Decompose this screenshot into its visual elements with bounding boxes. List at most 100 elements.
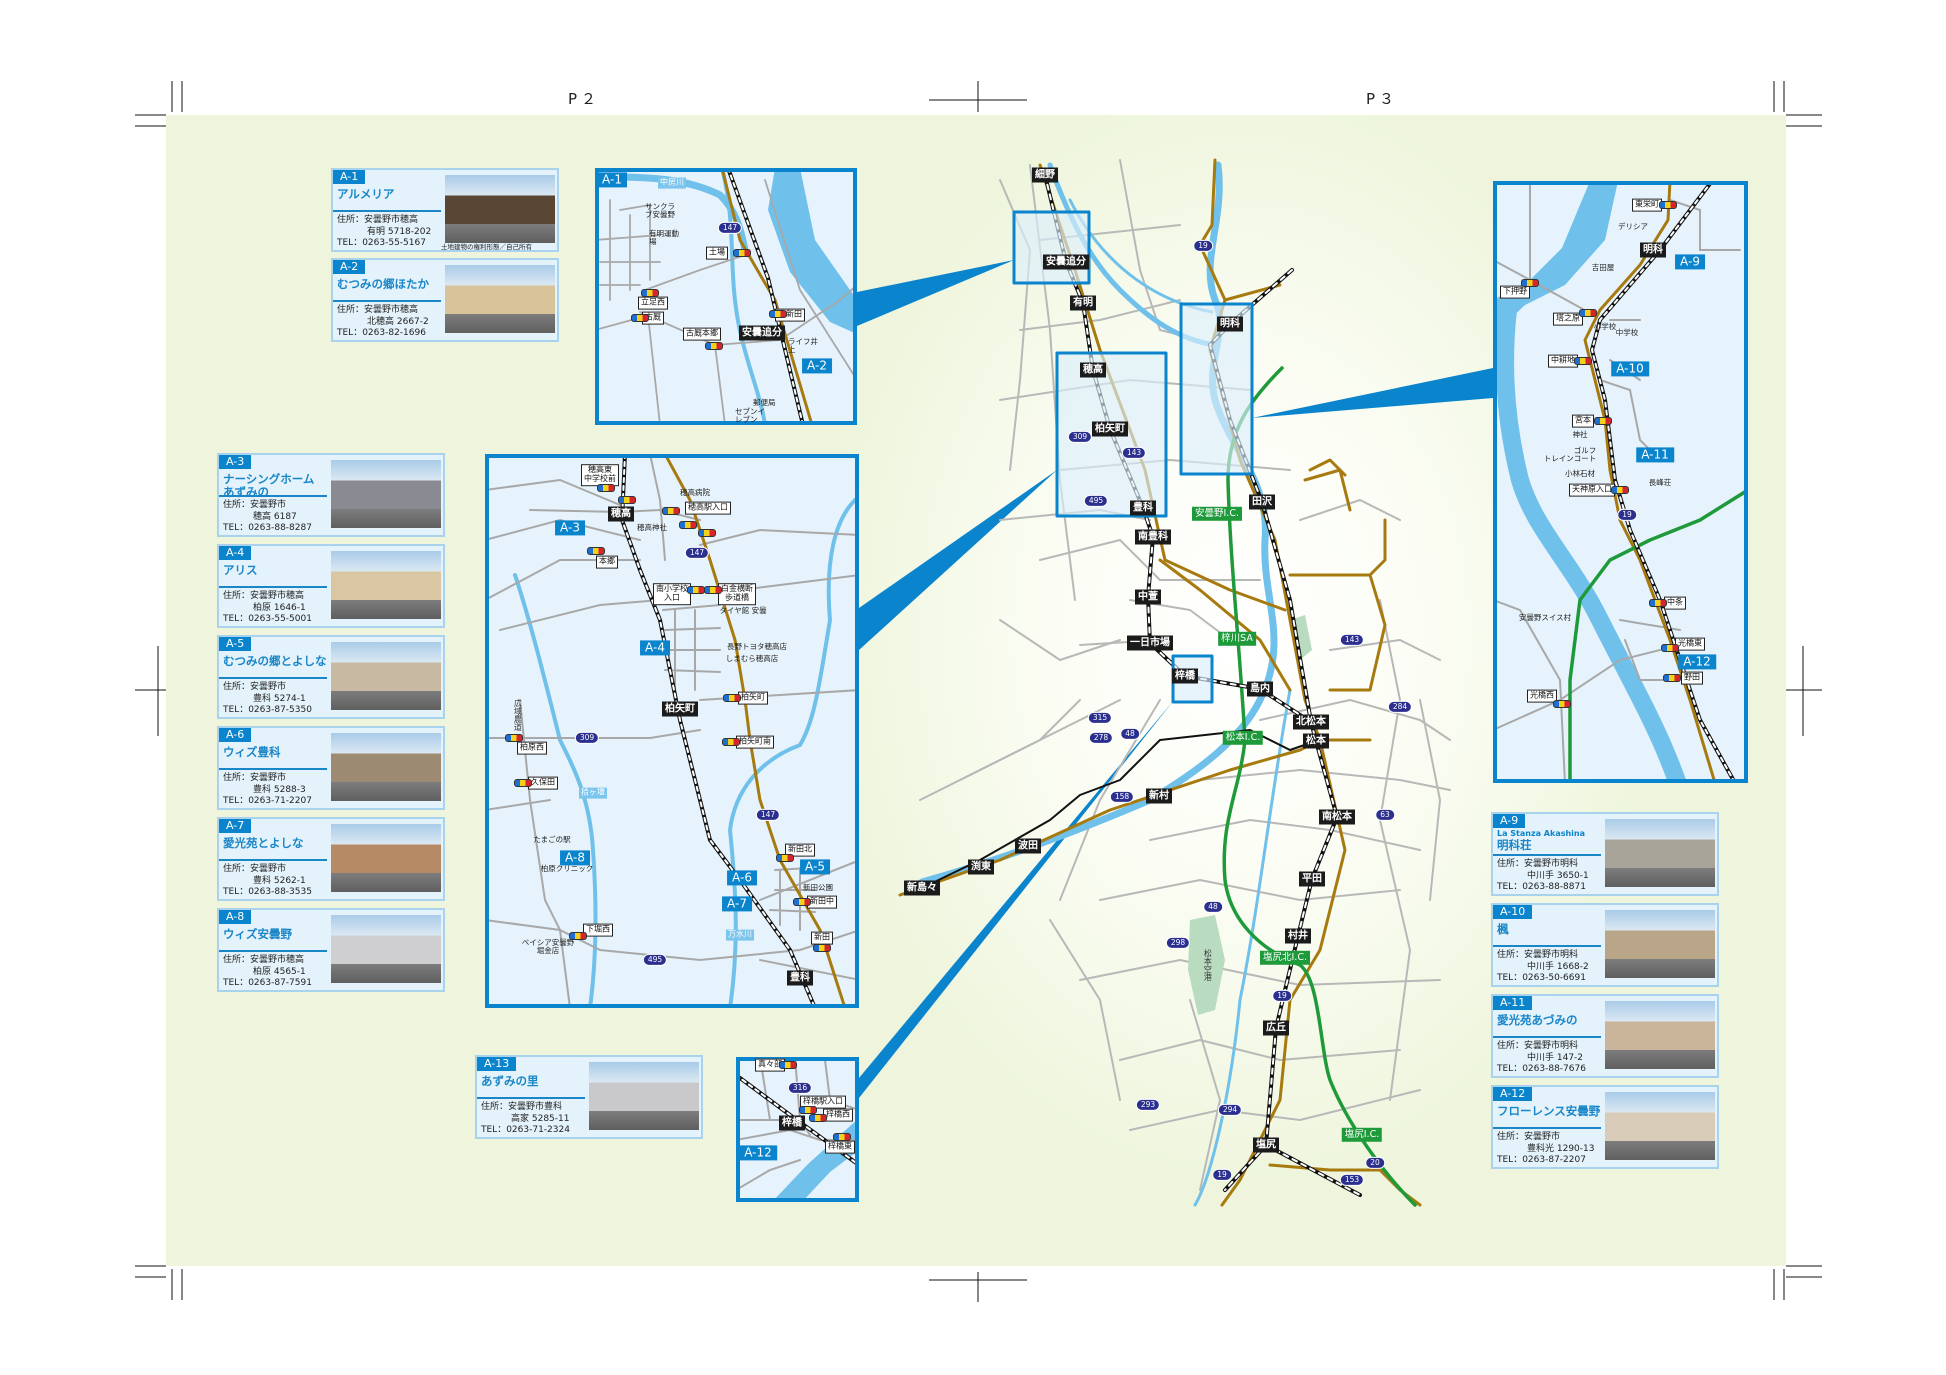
facility-card-a-7[interactable]: A-7 愛光苑とよしな 住所：安曇野市 豊科 5262-1 TEL：0263-88… bbox=[217, 817, 445, 901]
address-line-1: 安曇野市 bbox=[1524, 1132, 1561, 1142]
address-line-2: 柏原 1646-1 bbox=[253, 602, 306, 613]
facility-card-a-4[interactable]: A-4 アリス 住所：安曇野市穂高 柏原 1646-1 TEL：0263-55-5… bbox=[217, 544, 445, 628]
facility-address: 住所：安曇野市 豊科光 1290-13 TEL：0263-87-2207 bbox=[1497, 1132, 1594, 1167]
inset-map-a9-a12[interactable] bbox=[1493, 181, 1748, 783]
facility-id-badge: A-4 bbox=[219, 546, 252, 560]
address-line-1: 安曇野市穂高 bbox=[364, 215, 419, 225]
address-line-1: 安曇野市 bbox=[250, 682, 287, 692]
facility-name: 愛光苑あづみの bbox=[1497, 1013, 1578, 1027]
address-line-2: 中川手 147-2 bbox=[1527, 1052, 1584, 1063]
facility-name: むつみの郷とよしな bbox=[223, 654, 327, 668]
facility-id-badge: A-2 bbox=[333, 260, 366, 274]
address-line-2: 北穂高 2667-2 bbox=[367, 316, 429, 327]
facility-photo bbox=[331, 733, 441, 801]
address-line-1: 安曇野市穂高 bbox=[250, 591, 305, 601]
facility-address: 住所：安曇野市明科 中川手 1668-2 TEL：0263-50-6691 bbox=[1497, 950, 1589, 985]
tel-label: TEL： bbox=[481, 1125, 507, 1135]
tel-number: 0263-71-2324 bbox=[506, 1125, 570, 1135]
tel-label: TEL： bbox=[223, 887, 249, 897]
tel-number: 0263-88-7676 bbox=[1522, 1064, 1586, 1074]
facility-photo bbox=[589, 1062, 699, 1130]
divider bbox=[333, 300, 441, 302]
address-line-2: 穂高 6187 bbox=[253, 511, 297, 522]
page-number-left: P２ bbox=[568, 90, 601, 108]
address-label: 住所： bbox=[1497, 1041, 1525, 1051]
address-line-1: 安曇野市穂高 bbox=[364, 305, 419, 315]
address-line-2: 豊科 5288-3 bbox=[253, 784, 306, 795]
facility-id-badge: A-3 bbox=[219, 455, 252, 469]
page-number-right: P３ bbox=[1366, 90, 1399, 108]
address-line-1: 安曇野市豊科 bbox=[508, 1102, 563, 1112]
facility-name: 楓 bbox=[1497, 922, 1509, 936]
tel-number: 0263-88-3535 bbox=[248, 887, 312, 897]
facility-id-badge: A-1 bbox=[333, 170, 366, 184]
facility-address: 住所：安曇野市 豊科 5288-3 TEL：0263-71-2207 bbox=[223, 773, 312, 808]
facility-address: 住所：安曇野市穂高 柏原 4565-1 TEL：0263-87-7591 bbox=[223, 955, 312, 990]
divider bbox=[1493, 1036, 1601, 1038]
address-label: 住所： bbox=[223, 955, 251, 965]
tel-number: 0263-88-8871 bbox=[1522, 882, 1586, 892]
facility-address: 住所：安曇野市穂高 有明 5718-202 TEL：0263-55-5167 bbox=[337, 215, 431, 250]
facility-address: 住所：安曇野市 豊科 5262-1 TEL：0263-88-3535 bbox=[223, 864, 312, 899]
tel-number: 0263-82-1696 bbox=[362, 328, 426, 338]
inset-map-a12-azusabashi[interactable] bbox=[736, 1057, 859, 1202]
address-line-2: 豊科 5262-1 bbox=[253, 875, 306, 886]
facility-id-badge: A-12 bbox=[1493, 1087, 1533, 1101]
facility-photo bbox=[331, 824, 441, 892]
facility-address: 住所：安曇野市穂高 柏原 1646-1 TEL：0263-55-5001 bbox=[223, 591, 312, 626]
facility-photo bbox=[331, 460, 441, 528]
divider bbox=[333, 210, 441, 212]
address-line-1: 安曇野市明科 bbox=[1524, 1041, 1579, 1051]
tel-label: TEL： bbox=[223, 614, 249, 624]
tel-label: TEL： bbox=[223, 978, 249, 988]
facility-name: 愛光苑とよしな bbox=[223, 836, 304, 850]
divider bbox=[219, 950, 327, 952]
facility-card-a-1[interactable]: A-1 アルメリア 住所：安曇野市穂高 有明 5718-202 TEL：0263-… bbox=[331, 168, 559, 252]
divider bbox=[219, 768, 327, 770]
divider bbox=[219, 859, 327, 861]
address-label: 住所： bbox=[337, 215, 365, 225]
divider bbox=[1493, 1127, 1601, 1129]
address-line-1: 安曇野市 bbox=[250, 500, 287, 510]
facility-address: 住所：安曇野市穂高 北穂高 2667-2 TEL：0263-82-1696 bbox=[337, 305, 429, 340]
facility-photo bbox=[1605, 910, 1715, 978]
divider bbox=[219, 677, 327, 679]
address-label: 住所： bbox=[337, 305, 365, 315]
tel-label: TEL： bbox=[1497, 973, 1523, 983]
inset-map-a1-a2[interactable] bbox=[595, 168, 857, 425]
facility-name: あずみの里 bbox=[481, 1074, 539, 1088]
tel-label: TEL： bbox=[337, 328, 363, 338]
facility-address: 住所：安曇野市豊科 高家 5285-11 TEL：0263-71-2324 bbox=[481, 1102, 570, 1137]
facility-name: ウィズ豊科 bbox=[223, 745, 281, 759]
address-label: 住所： bbox=[1497, 1132, 1525, 1142]
tel-label: TEL： bbox=[337, 238, 363, 248]
tel-number: 0263-87-7591 bbox=[248, 978, 312, 988]
facility-photo bbox=[331, 642, 441, 710]
facility-id-badge: A-7 bbox=[219, 819, 252, 833]
tel-number: 0263-87-2207 bbox=[1522, 1155, 1586, 1165]
facility-subtitle: La Stanza Akashina bbox=[1497, 829, 1586, 838]
inset-map-a3-a8[interactable] bbox=[485, 454, 859, 1008]
facility-address: 住所：安曇野市 穂高 6187 TEL：0263-88-8287 bbox=[223, 500, 312, 535]
facility-address: 住所：安曇野市明科 中川手 147-2 TEL：0263-88-7676 bbox=[1497, 1041, 1586, 1076]
address-line-1: 安曇野市穂高 bbox=[250, 955, 305, 965]
address-line-2: 豊科光 1290-13 bbox=[1527, 1143, 1595, 1154]
facility-photo bbox=[1605, 1092, 1715, 1160]
divider bbox=[219, 586, 327, 588]
facility-name: アリス bbox=[223, 563, 258, 577]
tel-number: 0263-87-5350 bbox=[248, 705, 312, 715]
facility-photo bbox=[445, 265, 555, 333]
facility-name: アルメリア bbox=[337, 187, 395, 201]
facility-address: 住所：安曇野市 豊科 5274-1 TEL：0263-87-5350 bbox=[223, 682, 312, 717]
address-line-2: 中川手 1668-2 bbox=[1527, 961, 1589, 972]
